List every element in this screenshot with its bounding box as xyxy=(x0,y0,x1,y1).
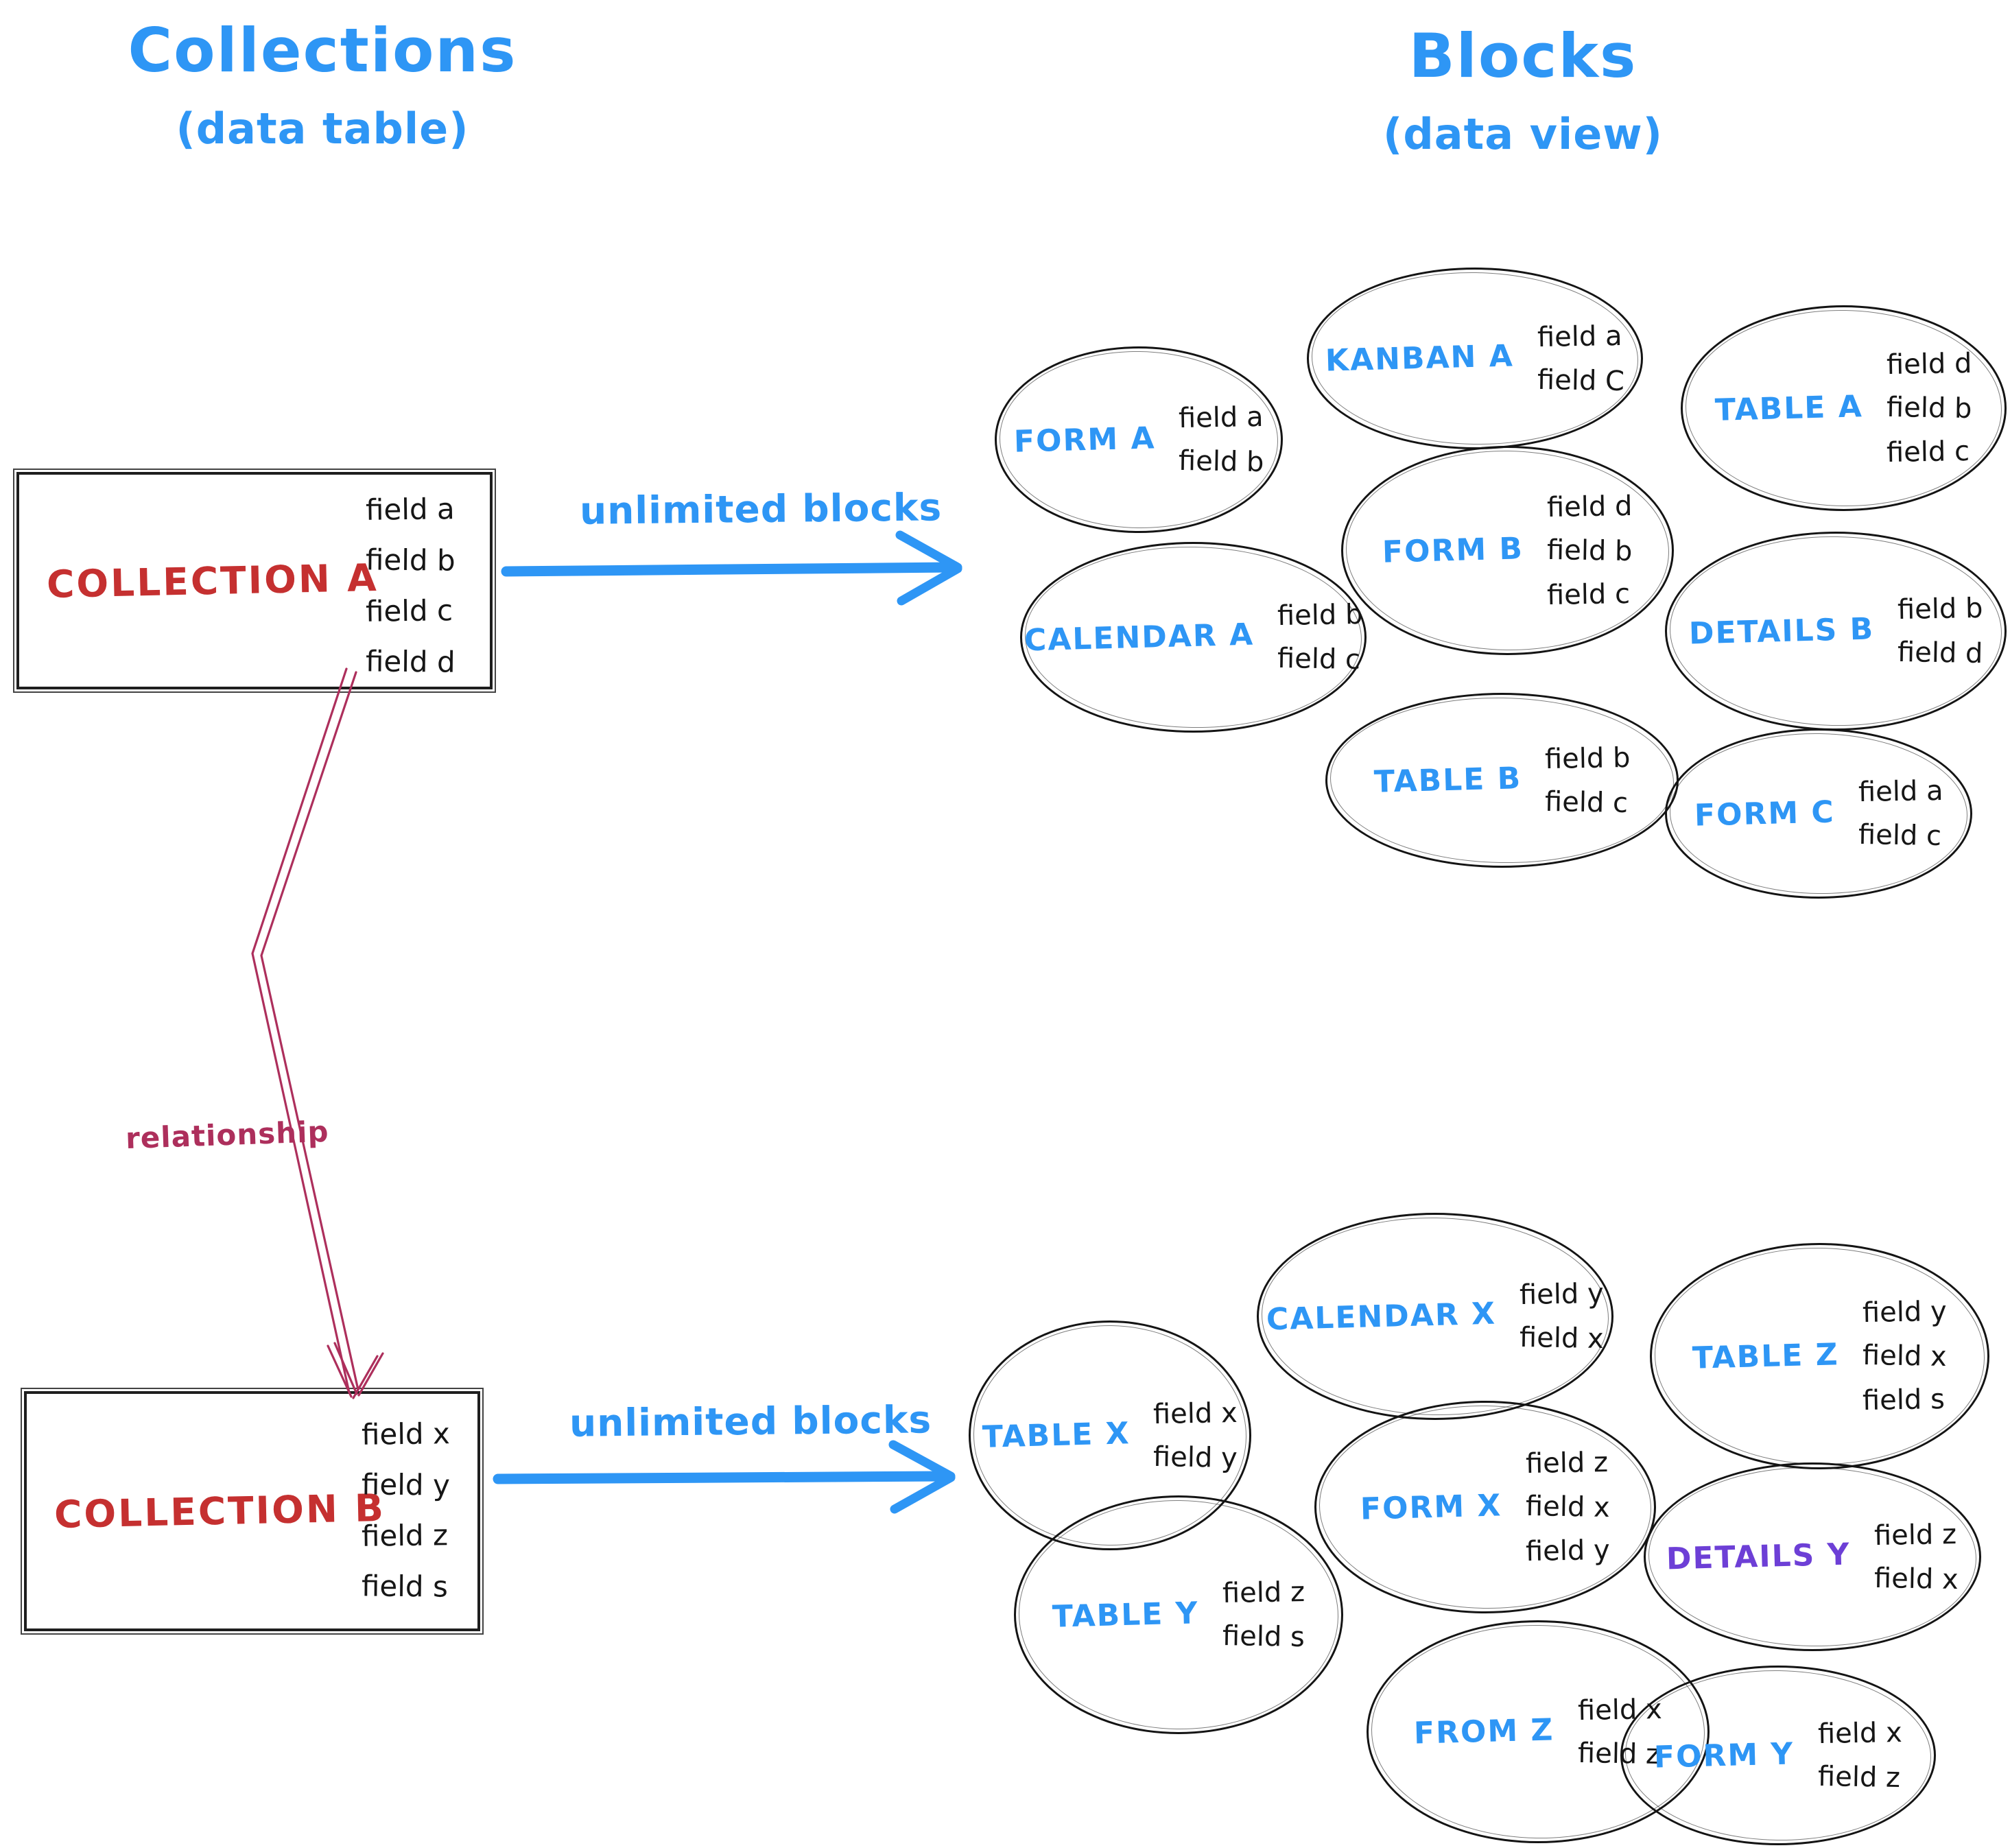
collection-a-field: field c xyxy=(366,593,453,628)
block-form-x: FORM X field z field x field y xyxy=(1314,1401,1656,1613)
blocks-header: Blocks (data view) xyxy=(1297,21,1749,159)
collection-b-name: COLLECTION B xyxy=(54,1485,386,1537)
unlimited-blocks-arrow-top xyxy=(501,530,962,606)
block-kanban-a-fields: field a field C xyxy=(1537,320,1625,397)
block-table-a-label: TABLE A xyxy=(1714,388,1864,428)
relationship-arrow xyxy=(251,667,384,1399)
block-form-b: FORM B field d field b field c xyxy=(1341,446,1674,655)
block-calendar-x-label: CALENDAR X xyxy=(1266,1296,1497,1337)
block-table-y-fields: field z field s xyxy=(1222,1576,1305,1654)
block-calendar-a-fields: field b field c xyxy=(1277,598,1363,676)
block-table-x-label: TABLE X xyxy=(982,1416,1131,1455)
collection-b-field: field s xyxy=(361,1569,449,1604)
block-table-y-label: TABLE Y xyxy=(1052,1595,1200,1635)
collection-a-field: field d xyxy=(366,644,456,679)
collections-title: Collections xyxy=(128,15,517,86)
block-form-a-fields: field a field b xyxy=(1178,401,1264,479)
block-table-a-fields: field d field b field c xyxy=(1886,347,1972,469)
block-calendar-x: CALENDAR X field y field x xyxy=(1257,1213,1613,1420)
relationship-label: relationship xyxy=(125,1114,330,1156)
block-form-c-label: FORM C xyxy=(1694,794,1836,833)
block-details-y: DETAILS Y field z field x xyxy=(1644,1462,1981,1651)
block-table-z-label: TABLE Z xyxy=(1692,1336,1840,1376)
collection-b-box: COLLECTION B field x field y field z fie… xyxy=(21,1388,484,1635)
blocks-title: Blocks xyxy=(1408,21,1637,91)
block-form-a: FORM A field a field b xyxy=(995,346,1283,533)
block-details-b-fields: field b field d xyxy=(1897,592,1983,670)
block-form-x-label: FORM X xyxy=(1360,1487,1503,1527)
block-form-b-fields: field d field b field c xyxy=(1546,490,1633,611)
block-kanban-a-label: KANBAN A xyxy=(1325,338,1515,379)
block-table-x-fields: field x field y xyxy=(1153,1397,1238,1474)
block-table-a: TABLE A field d field b field c xyxy=(1681,305,2007,511)
collection-a-box: COLLECTION A field a field b field c fie… xyxy=(13,469,496,693)
block-calendar-a: CALENDAR A field b field c xyxy=(1020,542,1367,733)
block-details-b-label: DETAILS B xyxy=(1688,611,1875,652)
block-form-c: FORM C field a field c xyxy=(1665,728,1972,899)
block-calendar-a-label: CALENDAR A xyxy=(1024,617,1255,658)
block-form-y: FORM Y field x field z xyxy=(1620,1666,1936,1845)
block-table-z-fields: field y field x field s xyxy=(1862,1295,1948,1417)
unlimited-blocks-label-top: unlimited blocks xyxy=(579,485,943,533)
block-form-y-label: FORM Y xyxy=(1653,1736,1795,1775)
collection-a-field: field a xyxy=(366,492,456,527)
block-table-z: TABLE Z field y field x field s xyxy=(1650,1243,1989,1469)
block-form-x-fields: field z field x field y xyxy=(1525,1446,1610,1568)
collection-a-field: field b xyxy=(366,543,456,578)
collection-a-fields: field a field b field c field d xyxy=(366,492,456,679)
unlimited-blocks-arrow-bottom xyxy=(493,1440,956,1514)
block-from-z-label: FROM Z xyxy=(1413,1712,1555,1751)
collection-b-field: field z xyxy=(361,1518,449,1553)
collections-subtitle: (data table) xyxy=(176,104,469,154)
block-table-y: TABLE Y field z field s xyxy=(1014,1495,1343,1734)
block-form-y-fields: field x field z xyxy=(1817,1716,1902,1794)
block-table-b-label: TABLE B xyxy=(1373,761,1522,800)
block-form-a-label: FORM A xyxy=(1013,420,1156,460)
collections-header: Collections (data table) xyxy=(82,15,563,154)
block-calendar-x-fields: field y field x xyxy=(1519,1277,1605,1355)
block-details-b: DETAILS B field b field d xyxy=(1665,532,2007,731)
block-table-b: TABLE B field b field c xyxy=(1325,693,1679,868)
collection-b-field: field y xyxy=(361,1467,451,1502)
block-form-c-fields: field a field c xyxy=(1858,774,1943,853)
block-kanban-a: KANBAN A field a field C xyxy=(1307,268,1643,449)
blocks-subtitle: (data view) xyxy=(1383,109,1663,159)
block-from-z-fields: field x field z xyxy=(1577,1693,1662,1770)
block-details-y-fields: field z field x xyxy=(1873,1518,1959,1596)
unlimited-blocks-label-bottom: unlimited blocks xyxy=(569,1397,932,1445)
collection-b-fields: field x field y field z field s xyxy=(361,1417,451,1604)
block-details-y-label: DETAILS Y xyxy=(1666,1537,1852,1577)
collection-b-field: field x xyxy=(361,1417,451,1452)
block-table-b-fields: field b field c xyxy=(1544,742,1631,819)
collection-a-name: COLLECTION A xyxy=(46,555,379,606)
block-form-b-label: FORM B xyxy=(1382,531,1524,570)
